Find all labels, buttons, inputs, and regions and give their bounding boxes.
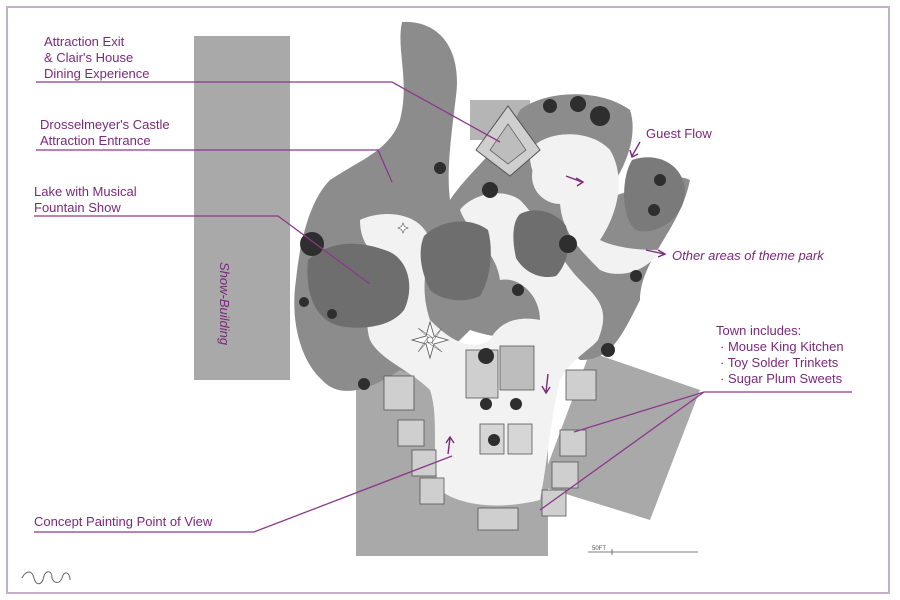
town-building <box>499 345 535 391</box>
label-castle-entrance: Drosselmeyer's Castle Attraction Entranc… <box>40 117 170 148</box>
leader-lines <box>34 81 852 533</box>
fountain-icon <box>397 222 409 234</box>
town-building <box>565 369 597 401</box>
label-lake: Lake with Musical Fountain Show <box>34 184 137 215</box>
compass-rose-icon <box>410 320 450 360</box>
leader-lake <box>34 215 371 285</box>
castle <box>475 105 541 177</box>
flow-arrow-icon <box>445 435 455 455</box>
show-building-block <box>194 36 290 380</box>
plaza <box>532 148 588 204</box>
tree-icon <box>601 343 615 357</box>
tree-icon <box>488 434 500 446</box>
tree-icon <box>654 174 666 186</box>
tree-icon <box>559 235 577 253</box>
lake <box>307 210 569 328</box>
tree-icon <box>478 348 494 364</box>
town-item: Mouse King Kitchen <box>720 339 844 355</box>
scale-label: 50FT <box>592 546 607 552</box>
leader-castle-entrance <box>36 149 393 183</box>
town-list: Mouse King Kitchen Toy Solder Trinkets S… <box>720 339 844 387</box>
tree-icon <box>570 96 586 112</box>
town-legend: Town includes: Mouse King Kitchen Toy So… <box>716 323 844 387</box>
town-building <box>419 477 445 505</box>
flow-arrow-icon <box>629 141 641 159</box>
label-other-areas: Other areas of theme park <box>672 248 824 263</box>
flow-arrow-icon <box>565 175 585 187</box>
town-building <box>397 419 425 447</box>
label-guest-flow: Guest Flow <box>646 126 712 141</box>
flow-arrow-icon <box>645 249 667 258</box>
tree-icon <box>327 309 337 319</box>
leader-concept-painting <box>34 455 453 533</box>
tree-icon <box>480 398 492 410</box>
castle-roof-inner <box>489 123 527 165</box>
leader-attraction-exit <box>36 81 501 143</box>
tree-icon <box>590 106 610 126</box>
leader-town-2 <box>539 391 705 511</box>
tree-icon <box>630 270 642 282</box>
signature-logo-icon <box>21 571 71 585</box>
lake-water <box>420 221 491 301</box>
page-border <box>6 6 890 594</box>
trees <box>299 96 666 446</box>
town-building <box>507 423 533 455</box>
tree-icon <box>299 297 309 307</box>
flow-arrow-icon <box>541 373 551 395</box>
tree-icon <box>648 204 660 216</box>
tree-icon <box>543 99 557 113</box>
town-item: Toy Solder Trinkets <box>720 355 844 371</box>
scale-bar <box>588 549 698 555</box>
flow-arrows <box>445 141 667 455</box>
town-heading: Town includes: <box>716 323 802 338</box>
town-building <box>383 375 415 411</box>
label-show-building: Show-Building <box>217 262 232 346</box>
foliage-area <box>624 157 685 232</box>
town-item: Sugar Plum Sweets <box>720 371 844 387</box>
tree-icon <box>510 398 522 410</box>
town-building <box>551 461 579 489</box>
town-building <box>559 429 587 457</box>
tree-icon <box>482 182 498 198</box>
town-building <box>477 507 519 531</box>
tree-icon <box>512 284 524 296</box>
label-concept-painting: Concept Painting Point of View <box>34 514 213 529</box>
tree-icon <box>358 378 370 390</box>
lake-water <box>513 210 569 278</box>
tree-icon <box>300 232 324 256</box>
lake-water <box>307 243 410 328</box>
tree-icon <box>434 162 446 174</box>
label-attraction-exit: Attraction Exit & Clair's House Dining E… <box>44 34 150 81</box>
